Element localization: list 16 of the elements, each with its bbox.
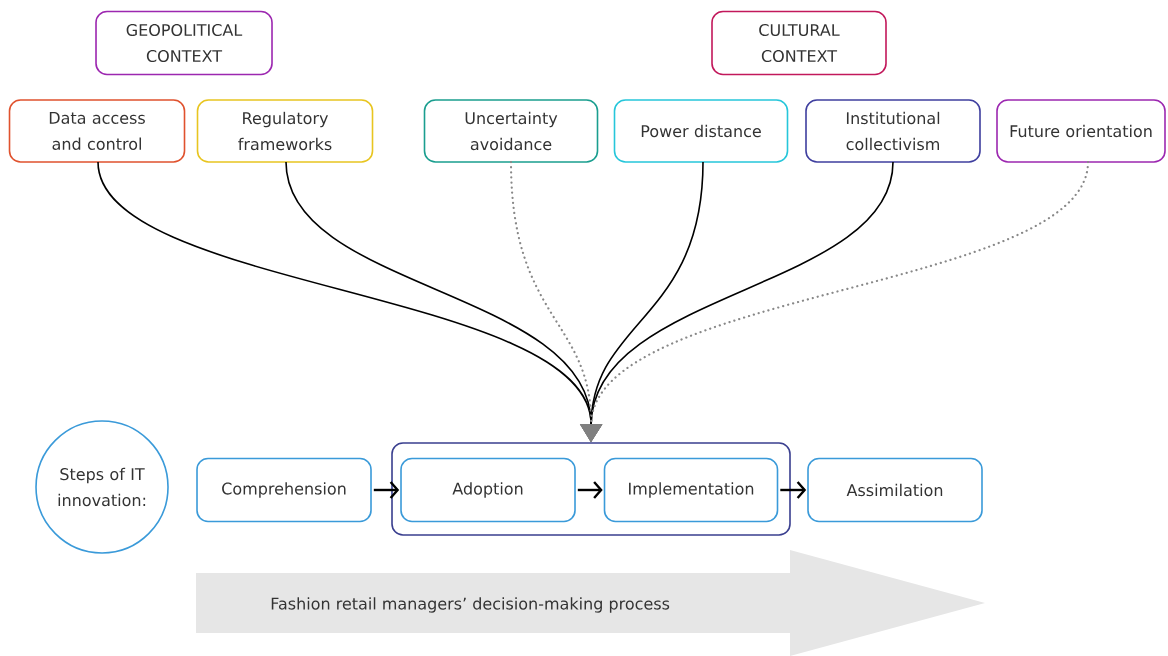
rounded-box: Institutional collectivism: [805, 99, 981, 163]
arrow: [373, 481, 400, 499]
rounded-box: Future orientation: [996, 99, 1166, 163]
rounded-box: Comprehension: [196, 457, 372, 523]
rounded-box: Regulatory frameworks: [196, 99, 374, 163]
arrow: [780, 481, 807, 499]
arrow: [577, 481, 603, 499]
rounded-box: Assimilation: [807, 457, 983, 523]
rounded-box: Implementation: [603, 457, 779, 523]
rounded-box: Adoption: [400, 457, 576, 523]
rounded-box: Power distance: [613, 99, 789, 163]
rounded-box: CULTURAL CONTEXT: [711, 10, 887, 76]
rounded-box: Uncertainty avoidance: [423, 99, 599, 163]
rounded-box: Data access and control: [8, 99, 186, 163]
rounded-box: [391, 442, 791, 536]
rounded-box: GEOPOLITICAL CONTEXT: [95, 10, 273, 76]
